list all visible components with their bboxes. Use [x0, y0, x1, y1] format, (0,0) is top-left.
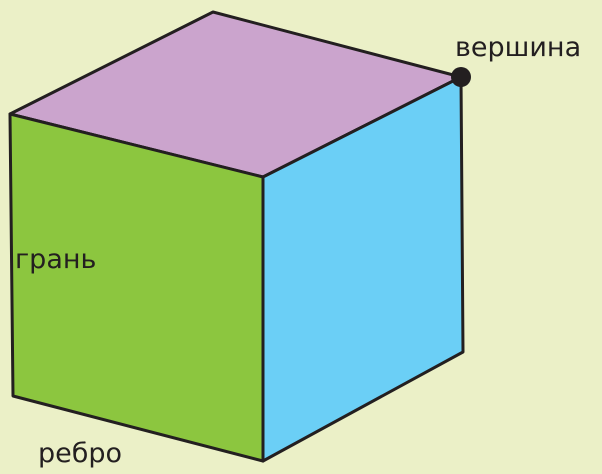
vertex-label: вершина — [455, 32, 582, 63]
vertex-dot — [451, 67, 471, 87]
cube-side-face — [261, 75, 465, 463]
edge-label: ребро — [38, 438, 123, 469]
face-label: грань — [15, 244, 97, 275]
cube-front-face — [8, 112, 265, 463]
